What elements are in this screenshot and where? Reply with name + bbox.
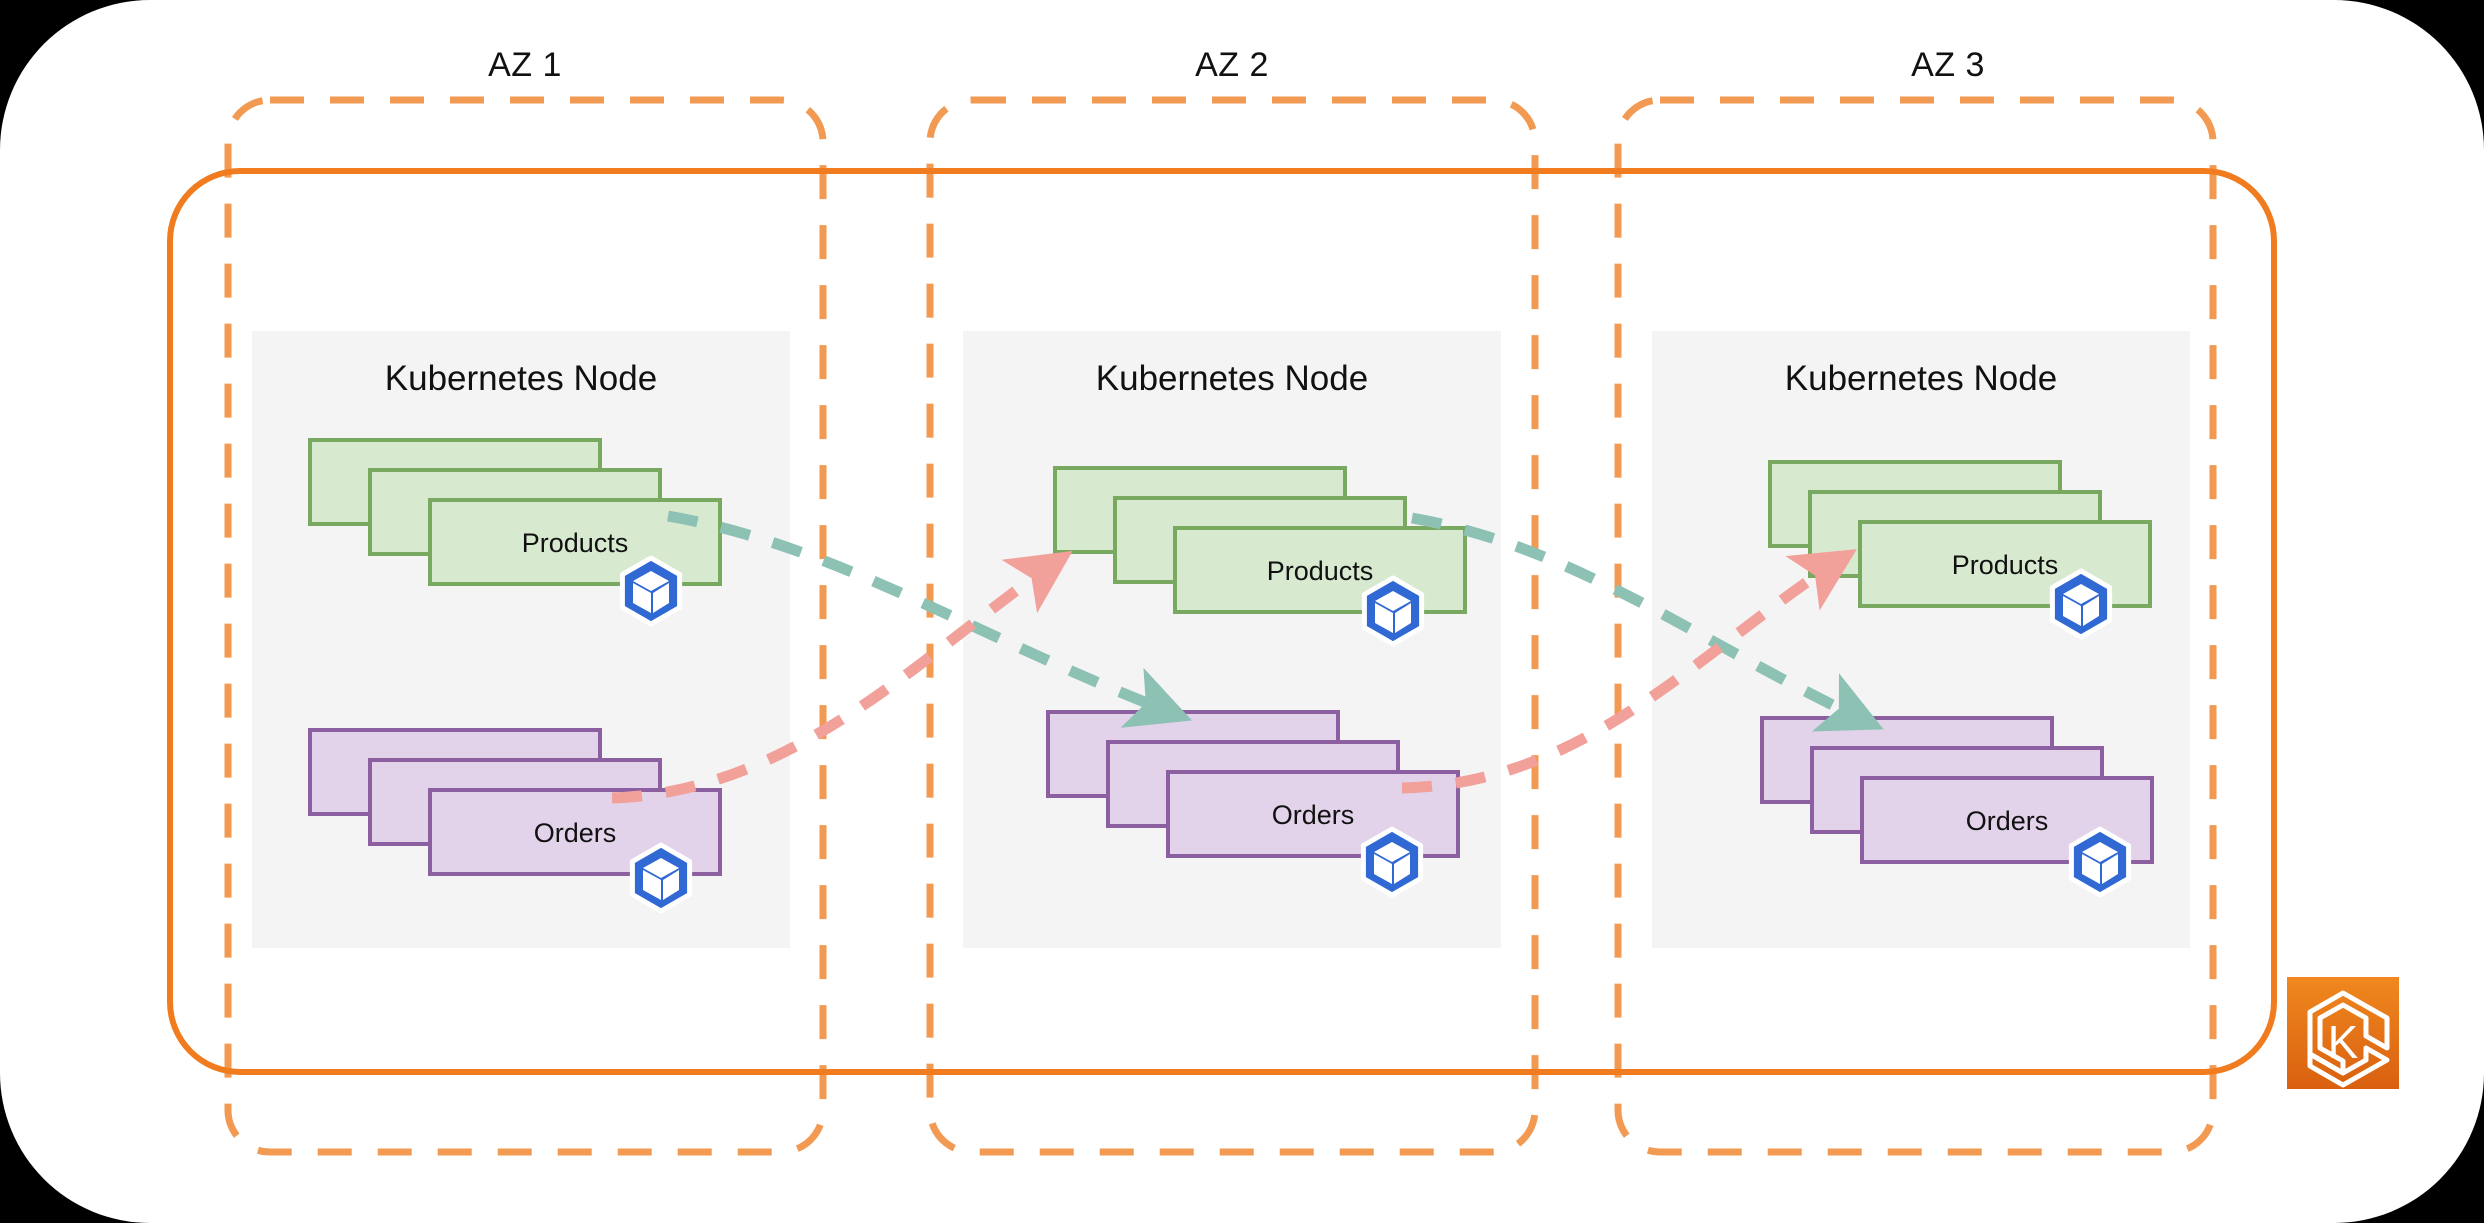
arrow-orders-az1-to-products-az2 xyxy=(611,550,1073,804)
pod-label-products-az3: Products xyxy=(1952,550,2059,580)
pod-label-products-az2: Products xyxy=(1267,556,1374,586)
pod-label-orders-az3: Orders xyxy=(1966,806,2049,836)
eks-logo-hexagon-icon xyxy=(2307,990,2390,1088)
eks-logo-letter: K xyxy=(2328,1016,2359,1068)
pod-label-products-az1: Products xyxy=(522,528,629,558)
pod-stack-products-az3[interactable]: Products xyxy=(1768,460,2152,640)
node-label-az3: Kubernetes Node xyxy=(1785,359,2057,398)
kubernetes-pod-icon xyxy=(619,555,683,627)
kubernetes-pod-icon xyxy=(1361,575,1425,647)
availability-zone-boundaries xyxy=(224,96,2217,1156)
pod-label-orders-az1: Orders xyxy=(534,818,617,848)
az-2-label: AZ 2 xyxy=(1195,46,1269,84)
az-1-boundary xyxy=(224,96,827,1156)
pod-card-front xyxy=(1860,776,2154,864)
pod-stack-products-az1[interactable]: Products xyxy=(308,438,722,627)
pod-stack-orders-az3[interactable]: Orders xyxy=(1760,716,2154,898)
amazon-eks-logo: K xyxy=(2287,977,2399,1089)
pod-stack-products-az2[interactable]: Products xyxy=(1053,466,1467,647)
arrow-orders-az2-to-products-az3 xyxy=(1401,549,1857,794)
node-label-az1: Kubernetes Node xyxy=(385,359,657,398)
pod-stack-orders-az1[interactable]: Orders xyxy=(308,728,722,914)
az-2-boundary xyxy=(926,96,1539,1156)
pod-stack-orders-az2[interactable]: Orders xyxy=(1046,710,1460,898)
vpc-boundary xyxy=(167,168,2277,1075)
kubernetes-pod-icon xyxy=(2049,568,2113,640)
cross-az-connections xyxy=(611,510,1884,804)
node-label-az2: Kubernetes Node xyxy=(1096,359,1368,398)
az-1-label: AZ 1 xyxy=(488,46,562,84)
arrow-products-az1-to-orders-az2 xyxy=(667,510,1192,728)
kubernetes-pod-icon xyxy=(2068,826,2132,898)
az-3-label: AZ 3 xyxy=(1911,46,1985,84)
kubernetes-pod-icon xyxy=(629,842,693,914)
pod-label-orders-az2: Orders xyxy=(1272,800,1355,830)
kubernetes-pod-icon xyxy=(1360,826,1424,898)
az-3-boundary xyxy=(1614,96,2217,1156)
arrow-products-az2-to-orders-az3 xyxy=(1411,512,1884,732)
